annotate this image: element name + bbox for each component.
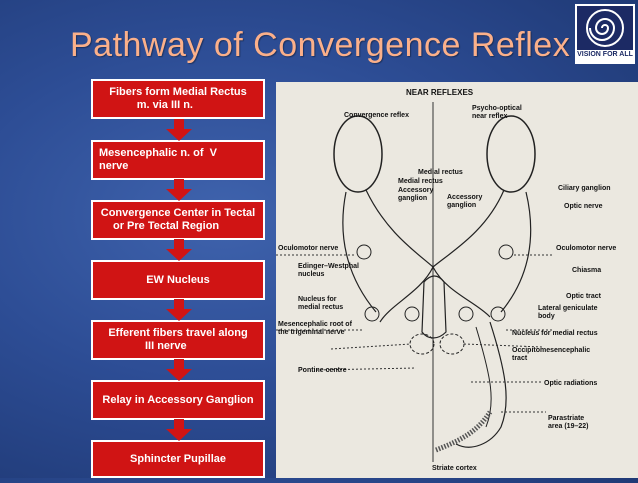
logo-text: VISION FOR ALL	[577, 51, 633, 58]
flow-step-5: Efferent fibers travel along III nerve	[91, 320, 265, 360]
label-optic-tract: Optic tract	[566, 293, 602, 300]
flow-step-6-label: Relay in Accessory Ganglion	[102, 393, 254, 406]
label-nucleus-medial-rectus-right: Nucleus for medial rectus	[512, 330, 598, 337]
down-arrow-icon	[166, 179, 192, 201]
flow-step-1-label: Fibers form Medial Rectus m. via III n.	[109, 86, 247, 111]
flow-step-4: EW Nucleus	[91, 260, 265, 300]
page-title: Pathway of Convergence Reflex	[70, 26, 571, 64]
down-arrow-icon	[166, 359, 192, 381]
label-pontine-centre: Pontine centre	[298, 367, 347, 374]
spiral-eye-icon	[577, 6, 633, 50]
label-psycho-optical-1: Psycho-optical	[472, 105, 522, 112]
flow-step-4-label: EW Nucleus	[146, 273, 210, 286]
flow-step-1: Fibers form Medial Rectus m. via III n.	[91, 79, 265, 119]
down-arrow-icon	[166, 419, 192, 441]
label-oculomotor-right: Oculomotor nerve	[556, 245, 616, 252]
label-medial-rectus-top: Medial rectus	[418, 169, 463, 176]
figure-header: NEAR REFLEXES	[406, 88, 474, 97]
flow-step-2: Mesencephalic n. of V nerve	[91, 140, 265, 180]
label-psycho-optical-2: near reflex	[472, 113, 508, 120]
label-convergence-reflex: Convergence reflex	[344, 112, 409, 119]
down-arrow-icon	[166, 299, 192, 321]
logo: VISION FOR ALL	[575, 4, 635, 64]
label-striate-cortex: Striate cortex	[432, 465, 477, 472]
flow-step-5-label: Efferent fibers travel along III nerve	[108, 327, 248, 352]
label-medial-rectus: Medial rectus	[398, 178, 443, 185]
label-oculomotor-left: Oculomotor nerve	[278, 245, 338, 252]
left-eye-shape	[333, 115, 383, 193]
near-reflexes-diagram: NEAR REFLEXES Convergence reflex Psycho-…	[276, 82, 638, 478]
flow-step-7-label: Sphincter Pupillae	[130, 452, 226, 465]
right-eye-shape	[486, 115, 536, 193]
flow-step-3: Convergence Center in Tectal or Pre Tect…	[91, 200, 265, 240]
flow-step-2-label: Mesencephalic n. of V nerve	[99, 147, 217, 172]
label-chiasma: Chiasma	[572, 267, 601, 274]
flow-step-6: Relay in Accessory Ganglion	[91, 380, 265, 420]
down-arrow-icon	[166, 119, 192, 141]
down-arrow-icon	[166, 239, 192, 261]
label-optic-radiations: Optic radiations	[544, 380, 597, 387]
flow-step-7: Sphincter Pupillae	[91, 440, 265, 478]
label-ciliary-ganglion: Ciliary ganglion	[558, 185, 611, 192]
label-optic-nerve: Optic nerve	[564, 203, 603, 210]
flow-step-3-label: Convergence Center in Tectal or Pre Tect…	[100, 207, 256, 232]
